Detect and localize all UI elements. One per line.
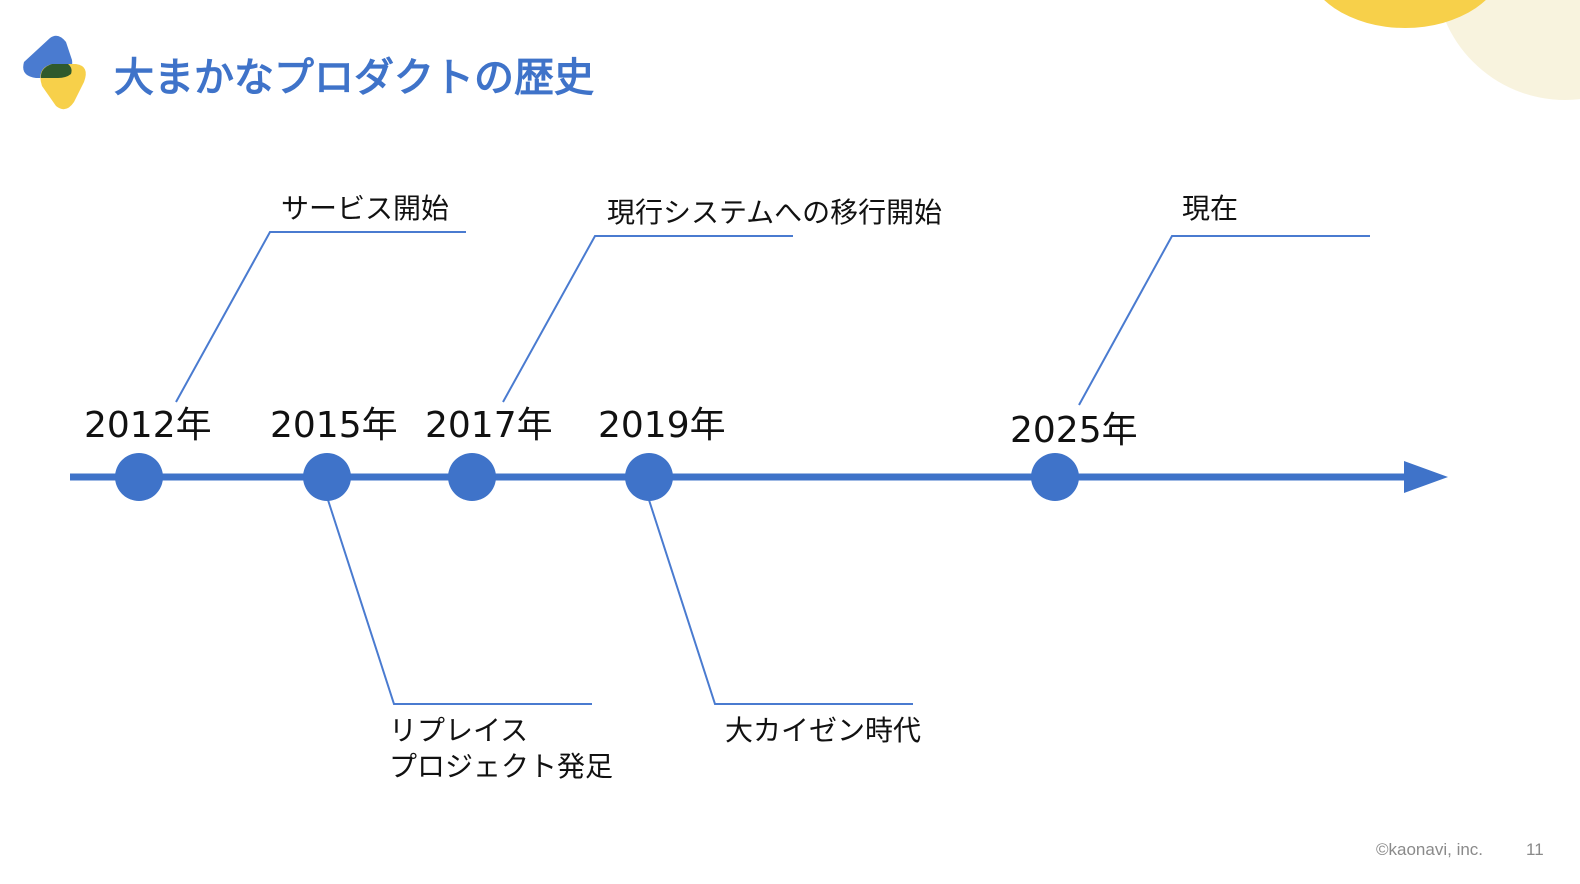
event-label-kaizen: 大カイゼン時代 xyxy=(725,714,922,747)
year-label-2019: 2019年 xyxy=(598,405,726,446)
event-label-replace-line1: リプレイス xyxy=(389,714,529,747)
year-label-2017: 2017年 xyxy=(425,405,553,446)
slide-title: 大まかなプロダクトの歴史 xyxy=(114,55,594,101)
timeline-dot-2015 xyxy=(303,453,351,501)
footer-copyright: ©kaonavi, inc. xyxy=(1376,840,1484,859)
timeline-dot-2025 xyxy=(1031,453,1079,501)
event-label-migration-start: 現行システムへの移行開始 xyxy=(607,196,943,229)
year-label-2025: 2025年 xyxy=(1010,410,1138,451)
callout-line-kaizen xyxy=(648,499,913,705)
event-label-current: 現在 xyxy=(1182,192,1239,225)
callout-line-migration-start xyxy=(502,235,793,403)
timeline-dot-2012 xyxy=(115,453,163,501)
page-number: 11 xyxy=(1526,840,1544,859)
callout-line-replace xyxy=(327,499,592,705)
callout-line-current xyxy=(1078,235,1370,406)
logo-overlap-shape xyxy=(40,64,72,78)
timeline-dot-2017 xyxy=(448,453,496,501)
year-label-2015: 2015年 xyxy=(270,405,398,446)
year-label-2012: 2012年 xyxy=(84,405,212,446)
callout-line-service-start xyxy=(175,231,466,403)
arrow-head-icon xyxy=(1404,461,1448,493)
timeline-dot-2019 xyxy=(625,453,673,501)
event-label-service-start: サービス開始 xyxy=(281,192,450,225)
event-label-replace-line2: プロジェクト発足 xyxy=(389,750,614,783)
kaonavi-logo xyxy=(23,35,86,110)
